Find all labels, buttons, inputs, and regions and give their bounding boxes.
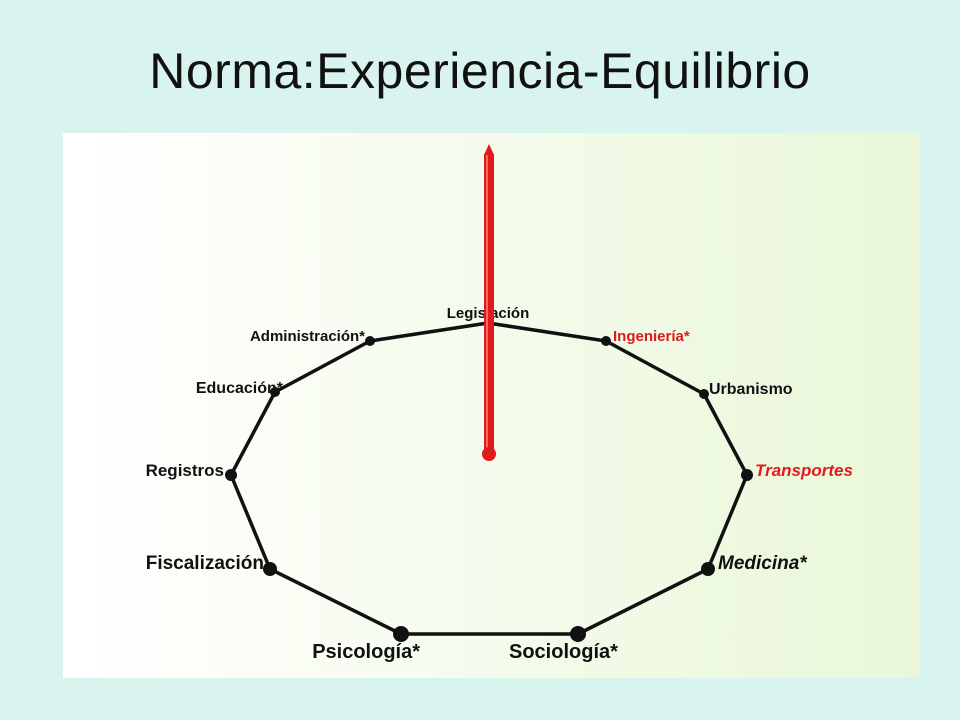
- pointer-shaft: [484, 153, 494, 453]
- node-label-administracion: Administración*: [250, 328, 365, 345]
- node-label-sociologia: Sociología*: [509, 641, 618, 663]
- node-dot-medicina: [701, 562, 715, 576]
- node-dot-fiscalizacion: [263, 562, 277, 576]
- slide-title: Norma:Experiencia-Equilibrio: [149, 43, 811, 99]
- node-dot-psicologia: [393, 626, 409, 642]
- pointer-tip: [484, 144, 494, 155]
- pointer-pivot: [482, 447, 496, 461]
- node-dot-transportes: [741, 469, 753, 481]
- node-label-ingenieria: Ingeniería*: [613, 328, 690, 345]
- node-dot-urbanismo: [699, 389, 709, 399]
- node-label-fiscalizacion: Fiscalización: [146, 553, 264, 574]
- node-dot-registros: [225, 469, 237, 481]
- node-label-urbanismo: Urbanismo: [709, 381, 793, 398]
- ring-line: [229, 321, 749, 636]
- balance-pointer: [482, 144, 496, 461]
- node-label-educacion: Educación*: [196, 380, 284, 397]
- node-label-transportes: Transportes: [755, 461, 853, 480]
- pointer-highlight: [486, 155, 488, 451]
- node-label-registros: Registros: [146, 461, 224, 480]
- node-dot-sociologia: [570, 626, 586, 642]
- node-dot-administracion: [365, 336, 375, 346]
- node-dot-educacion: [270, 387, 280, 397]
- balance-diagram: Legislación Administración* Ingeniería* …: [63, 133, 919, 678]
- diagram-panel: Legislación Administración* Ingeniería* …: [63, 133, 919, 678]
- node-dot-ingenieria: [601, 336, 611, 346]
- node-label-psicologia: Psicología*: [312, 641, 420, 663]
- node-label-medicina: Medicina*: [718, 553, 808, 574]
